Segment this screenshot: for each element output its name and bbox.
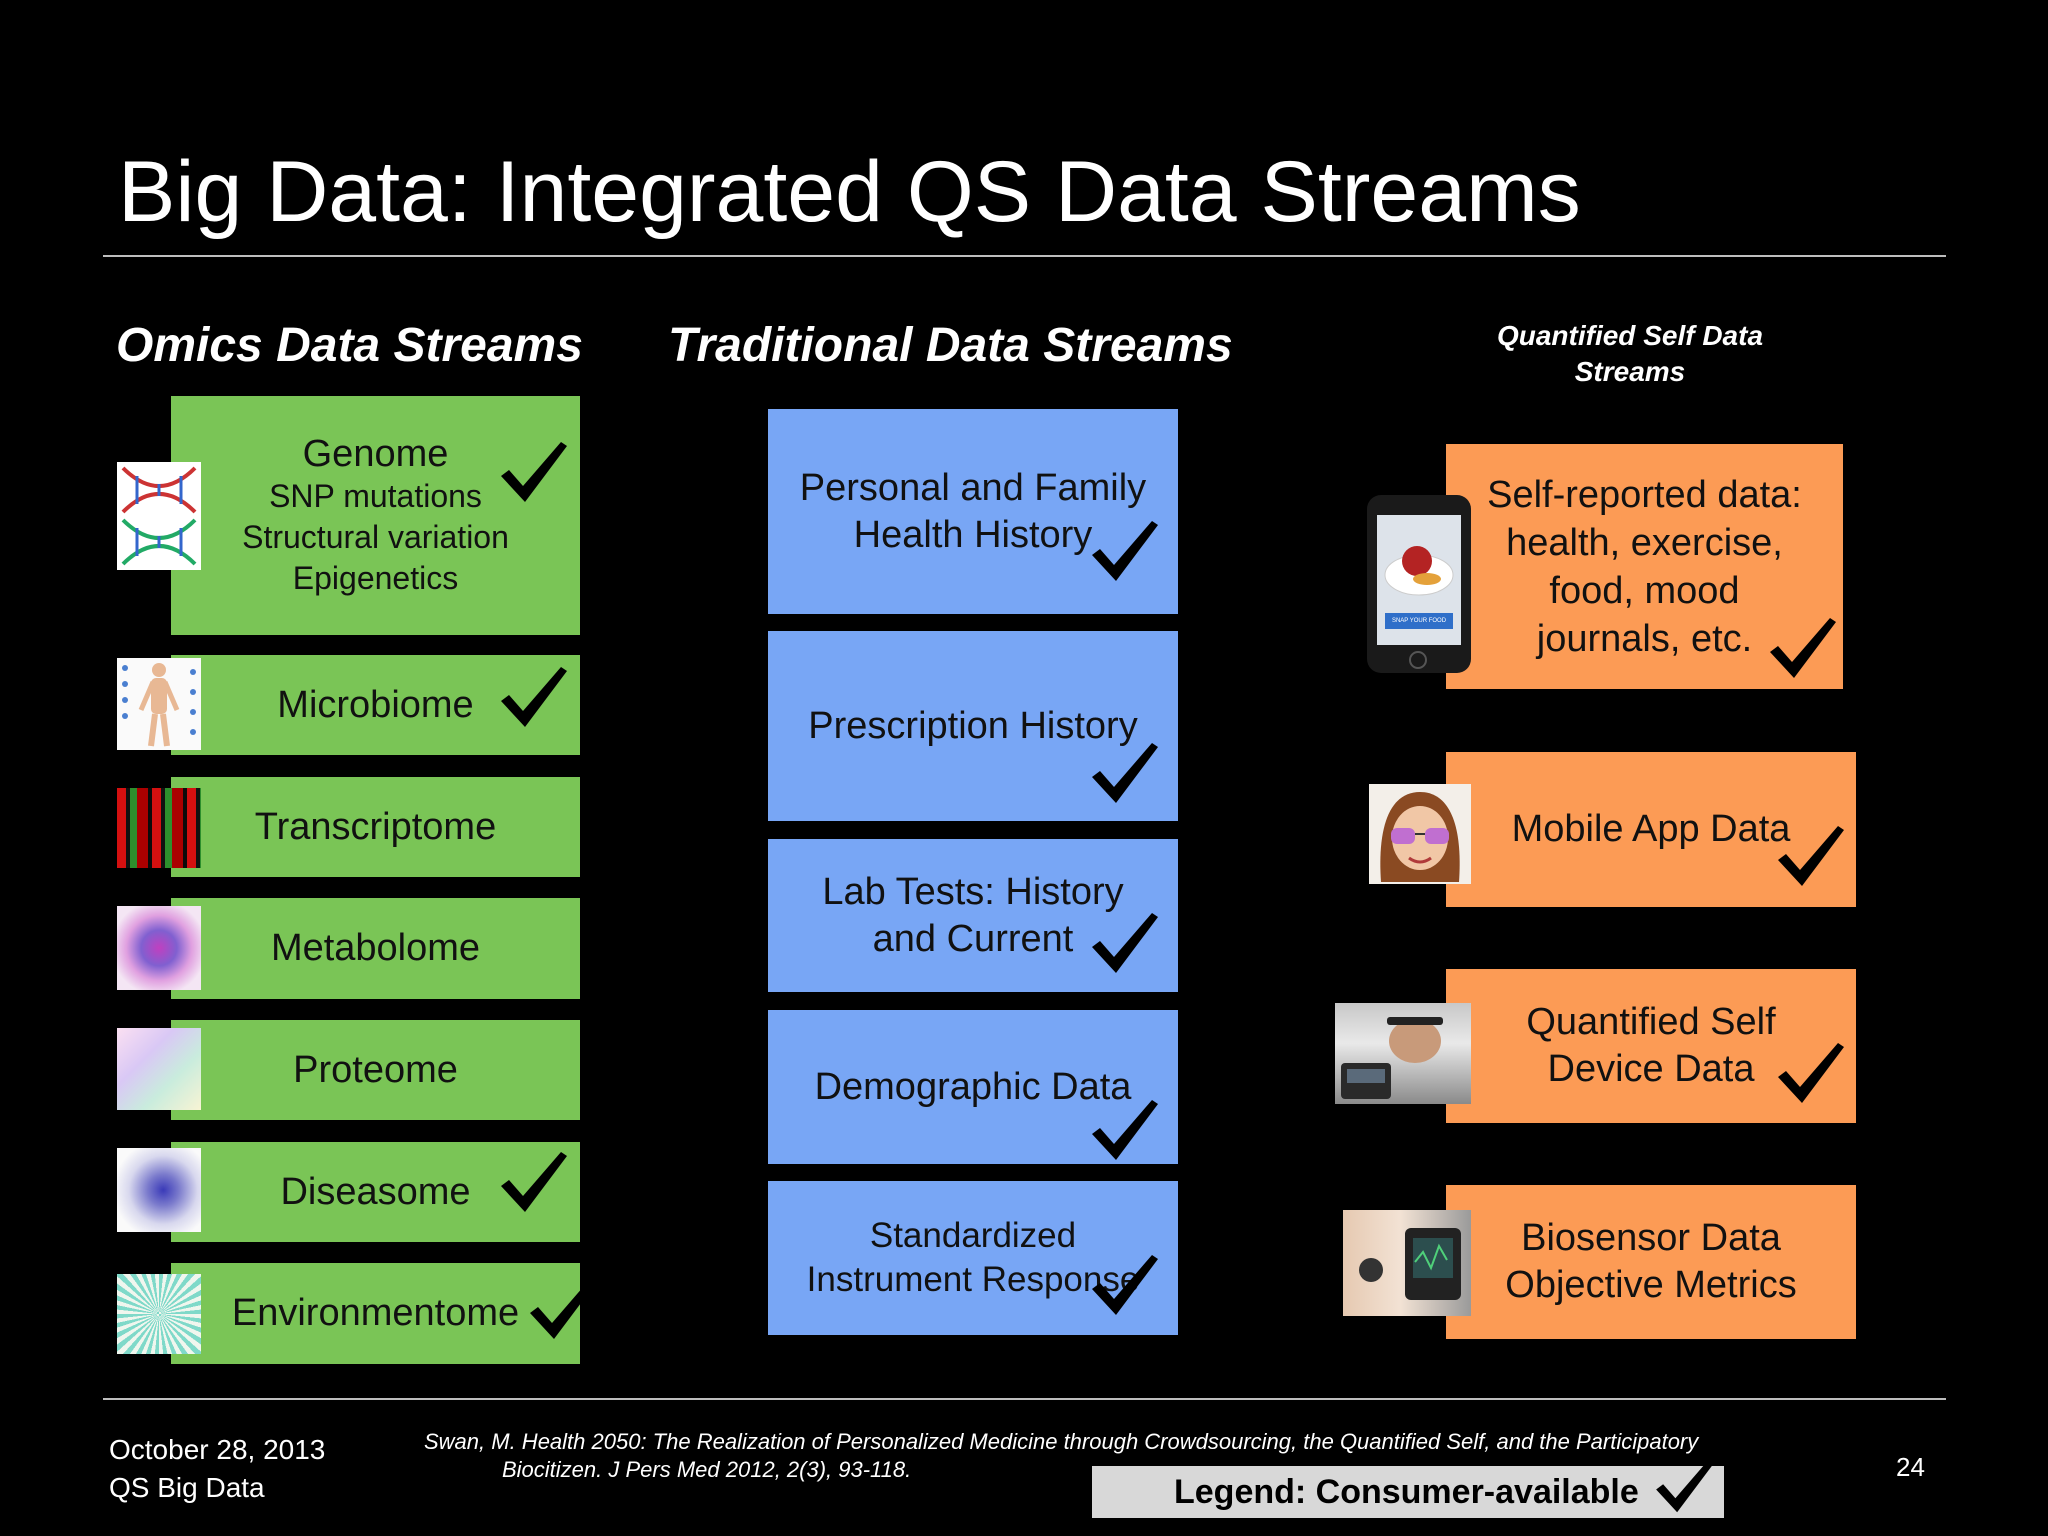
prescription-history-box: Prescription History bbox=[768, 631, 1178, 821]
citation-line: Swan, M. Health 2050: The Realization of… bbox=[424, 1429, 1699, 1454]
check-icon bbox=[499, 1150, 569, 1214]
self-reported-line: journals, etc. bbox=[1536, 617, 1753, 660]
qs-device-line: Device Data bbox=[1547, 1048, 1755, 1090]
check-icon bbox=[1090, 911, 1160, 975]
check-icon bbox=[1090, 1253, 1160, 1317]
mobile-app-label: Mobile App Data bbox=[1511, 808, 1791, 850]
mobile-app-box: Mobile App Data bbox=[1446, 752, 1856, 907]
footer-divider bbox=[103, 1398, 1946, 1400]
human-body-icon bbox=[117, 658, 201, 750]
citation: Swan, M. Health 2050: The Realization of… bbox=[424, 1428, 1784, 1484]
footer-left: October 28, 2013 QS Big Data bbox=[109, 1431, 325, 1507]
radial-map-icon bbox=[117, 1274, 201, 1354]
health-history-box: Personal and Family Health History bbox=[768, 409, 1178, 614]
genome-title: Genome bbox=[302, 433, 449, 475]
biosensor-line: Biosensor Data bbox=[1521, 1217, 1781, 1259]
qs-heading-line: Streams bbox=[1574, 356, 1686, 387]
environmentome-label: Environmentome bbox=[231, 1292, 520, 1334]
check-icon bbox=[1090, 741, 1160, 805]
self-reported-box: Self-reported data: health, exercise, fo… bbox=[1446, 444, 1843, 689]
legend-label: Legend: Consumer-available bbox=[1174, 1472, 1639, 1511]
heatmap-icon bbox=[117, 788, 201, 868]
genome-line: SNP mutations bbox=[269, 478, 482, 514]
legend-box: Legend: Consumer-available bbox=[1092, 1466, 1724, 1518]
lab-tests-line: Lab Tests: History bbox=[822, 870, 1124, 913]
diseasome-box: Diseasome bbox=[171, 1142, 580, 1242]
check-icon bbox=[1776, 824, 1846, 888]
traditional-heading: Traditional Data Streams bbox=[668, 319, 1233, 372]
self-reported-line: health, exercise, bbox=[1506, 521, 1783, 564]
protein-map-icon bbox=[117, 1028, 201, 1110]
qs-device-line: Quantified Self bbox=[1526, 1001, 1776, 1043]
transcriptome-box: Transcriptome bbox=[171, 777, 580, 877]
dna-helix-icon bbox=[117, 462, 201, 570]
microbiome-box: Microbiome bbox=[171, 655, 580, 755]
check-icon bbox=[1776, 1041, 1846, 1105]
title-divider bbox=[103, 255, 1946, 257]
check-icon bbox=[1090, 519, 1160, 583]
demographic-data-box: Demographic Data bbox=[768, 1010, 1178, 1164]
check-icon bbox=[1090, 1098, 1160, 1162]
lab-tests-box: Lab Tests: History and Current bbox=[768, 839, 1178, 992]
snap-food-button: SNAP YOUR FOOD bbox=[1385, 613, 1453, 629]
instrument-response-box: Standardized Instrument Response bbox=[768, 1181, 1178, 1335]
health-history-line: Personal and Family bbox=[799, 466, 1147, 509]
omics-heading: Omics Data Streams bbox=[116, 319, 583, 372]
instrument-response-line: Standardized bbox=[869, 1216, 1077, 1255]
check-icon bbox=[499, 440, 569, 504]
self-reported-line: food, mood bbox=[1549, 569, 1740, 612]
device-photo-icon bbox=[1335, 1003, 1471, 1104]
microbiome-label: Microbiome bbox=[277, 683, 474, 726]
self-reported-line: Self-reported data: bbox=[1487, 473, 1802, 516]
metabolome-label: Metabolome bbox=[270, 927, 481, 969]
proteome-label: Proteome bbox=[293, 1048, 458, 1091]
check-icon bbox=[499, 665, 569, 729]
check-icon bbox=[528, 1277, 598, 1341]
proteome-box: Proteome bbox=[171, 1020, 580, 1120]
genome-line: Epigenetics bbox=[292, 560, 459, 596]
qs-heading: Quantified Self Data Streams bbox=[1430, 318, 1830, 390]
avatar-icon bbox=[1369, 784, 1471, 884]
transcriptome-label: Transcriptome bbox=[254, 805, 497, 848]
footer-deck-name: QS Big Data bbox=[109, 1472, 265, 1503]
page-number: 24 bbox=[1896, 1452, 1925, 1482]
smartphone-icon: SNAP YOUR FOOD bbox=[1367, 495, 1471, 673]
check-icon bbox=[1768, 616, 1838, 680]
footer-date: October 28, 2013 bbox=[109, 1434, 326, 1465]
slide-title: Big Data: Integrated QS Data Streams bbox=[118, 144, 1581, 240]
check-icon bbox=[1654, 1458, 1716, 1514]
home-button bbox=[1409, 651, 1427, 669]
qs-heading-line: Quantified Self Data bbox=[1496, 320, 1764, 351]
metabolome-box: Metabolome bbox=[171, 898, 580, 999]
demographic-data-label: Demographic Data bbox=[814, 1065, 1132, 1108]
lab-tests-line: and Current bbox=[872, 917, 1074, 960]
prescription-history-label: Prescription History bbox=[808, 704, 1138, 747]
qs-device-box: Quantified Self Device Data bbox=[1446, 969, 1856, 1123]
instrument-response-line: Instrument Response bbox=[806, 1260, 1140, 1299]
diseasome-label: Diseasome bbox=[280, 1170, 471, 1213]
biosensor-photo-icon bbox=[1343, 1210, 1471, 1316]
genome-box: Genome SNP mutations Structural variatio… bbox=[171, 396, 580, 635]
phone-screen: SNAP YOUR FOOD bbox=[1377, 515, 1461, 645]
health-history-line: Health History bbox=[853, 513, 1093, 556]
biosensor-box: Biosensor Data Objective Metrics bbox=[1446, 1185, 1856, 1339]
genome-line: Structural variation bbox=[242, 519, 509, 555]
network-graph-icon bbox=[117, 906, 201, 990]
citation-line: Biocitizen. J Pers Med 2012, 2(3), 93-11… bbox=[502, 1457, 912, 1482]
environmentome-box: Environmentome bbox=[171, 1263, 580, 1364]
food-plate-icon bbox=[1384, 546, 1454, 596]
disease-network-icon bbox=[117, 1148, 201, 1232]
biosensor-line: Objective Metrics bbox=[1505, 1264, 1797, 1306]
